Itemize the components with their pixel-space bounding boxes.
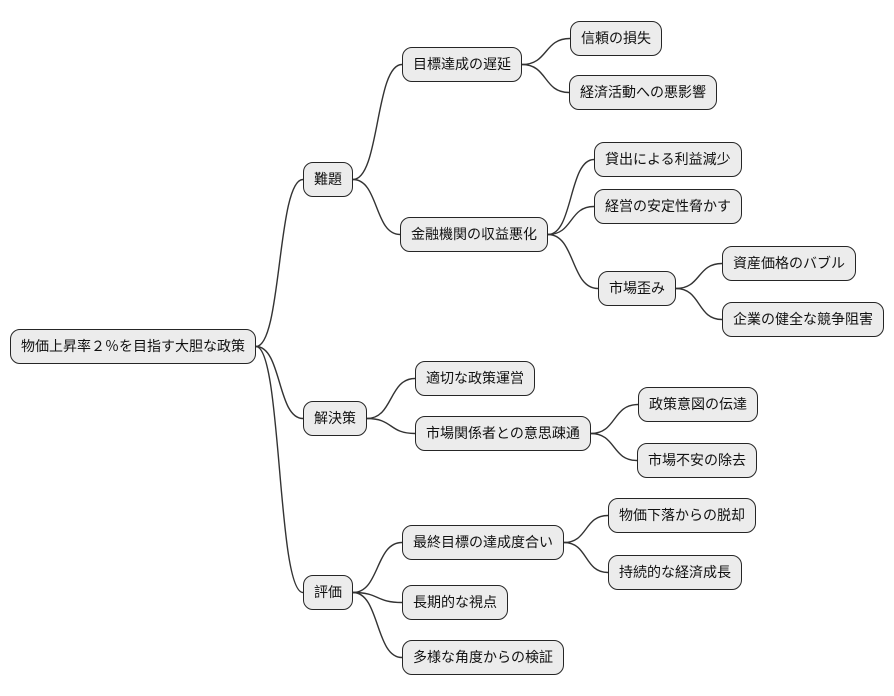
node-root: 物価上昇率２％を目指す大胆な政策 [10, 329, 256, 364]
node-deflation-exit: 物価下落からの脱却 [608, 498, 756, 533]
node-multi-angle-check: 多様な角度からの検証 [402, 640, 564, 675]
edge-bank_profit-market_distortion [547, 233, 599, 290]
edge-challenges-delay [352, 63, 403, 181]
node-asset-bubble: 資産価格のバブル [722, 246, 856, 281]
edge-bank_profit-lending_profit [547, 158, 595, 236]
node-goal-achievement: 最終目標の達成度合い [402, 525, 564, 560]
edge-goal_achievement-deflation_exit [563, 514, 609, 544]
node-economic-impact: 経済活動への悪影響 [569, 75, 717, 110]
edge-root-challenges [255, 178, 304, 348]
edge-market_distortion-competition [675, 287, 723, 321]
node-communication: 市場関係者との意思疎通 [415, 416, 591, 451]
node-evaluation: 評価 [303, 575, 353, 610]
edge-solutions-communication [366, 417, 416, 435]
edge-bank_profit-mgmt_stability [547, 205, 595, 236]
node-market-anxiety: 市場不安の除去 [637, 443, 757, 478]
node-solutions: 解決策 [303, 401, 367, 436]
node-goal-delay: 目標達成の遅延 [402, 47, 522, 82]
edge-market_distortion-asset_bubble [675, 262, 723, 290]
node-policy-management: 適切な政策運営 [415, 361, 535, 396]
node-market-distortion: 市場歪み [598, 271, 676, 306]
edge-evaluation-multi_angle [352, 591, 403, 659]
edge-goal_achievement-sustainable_growth [563, 541, 609, 574]
edge-communication-policy_intent [590, 403, 639, 435]
node-sustainable-growth: 持続的な経済成長 [608, 555, 742, 590]
node-competition-block: 企業の健全な競争阻害 [722, 302, 884, 337]
node-mgmt-stability: 経営の安定性脅かす [594, 189, 742, 224]
edge-evaluation-goal_achievement [352, 541, 403, 594]
edge-delay-trust_loss [521, 37, 571, 66]
node-bank-profit: 金融機関の収益悪化 [400, 217, 548, 252]
edge-solutions-policy_mgmt [366, 377, 416, 420]
node-lending-profit: 貸出による利益減少 [594, 142, 742, 177]
node-trust-loss: 信頼の損失 [570, 21, 662, 56]
edge-communication-market_anxiety [590, 432, 638, 462]
node-long-term-view: 長期的な視点 [402, 585, 508, 620]
edge-root-solutions [255, 345, 304, 420]
edge-challenges-bank_profit [352, 178, 401, 236]
edge-root-evaluation [255, 345, 304, 594]
node-challenges: 難題 [303, 162, 353, 197]
node-policy-intent: 政策意図の伝達 [638, 387, 758, 422]
edge-evaluation-long_term [352, 591, 403, 604]
edge-delay-econ_impact [521, 63, 570, 94]
